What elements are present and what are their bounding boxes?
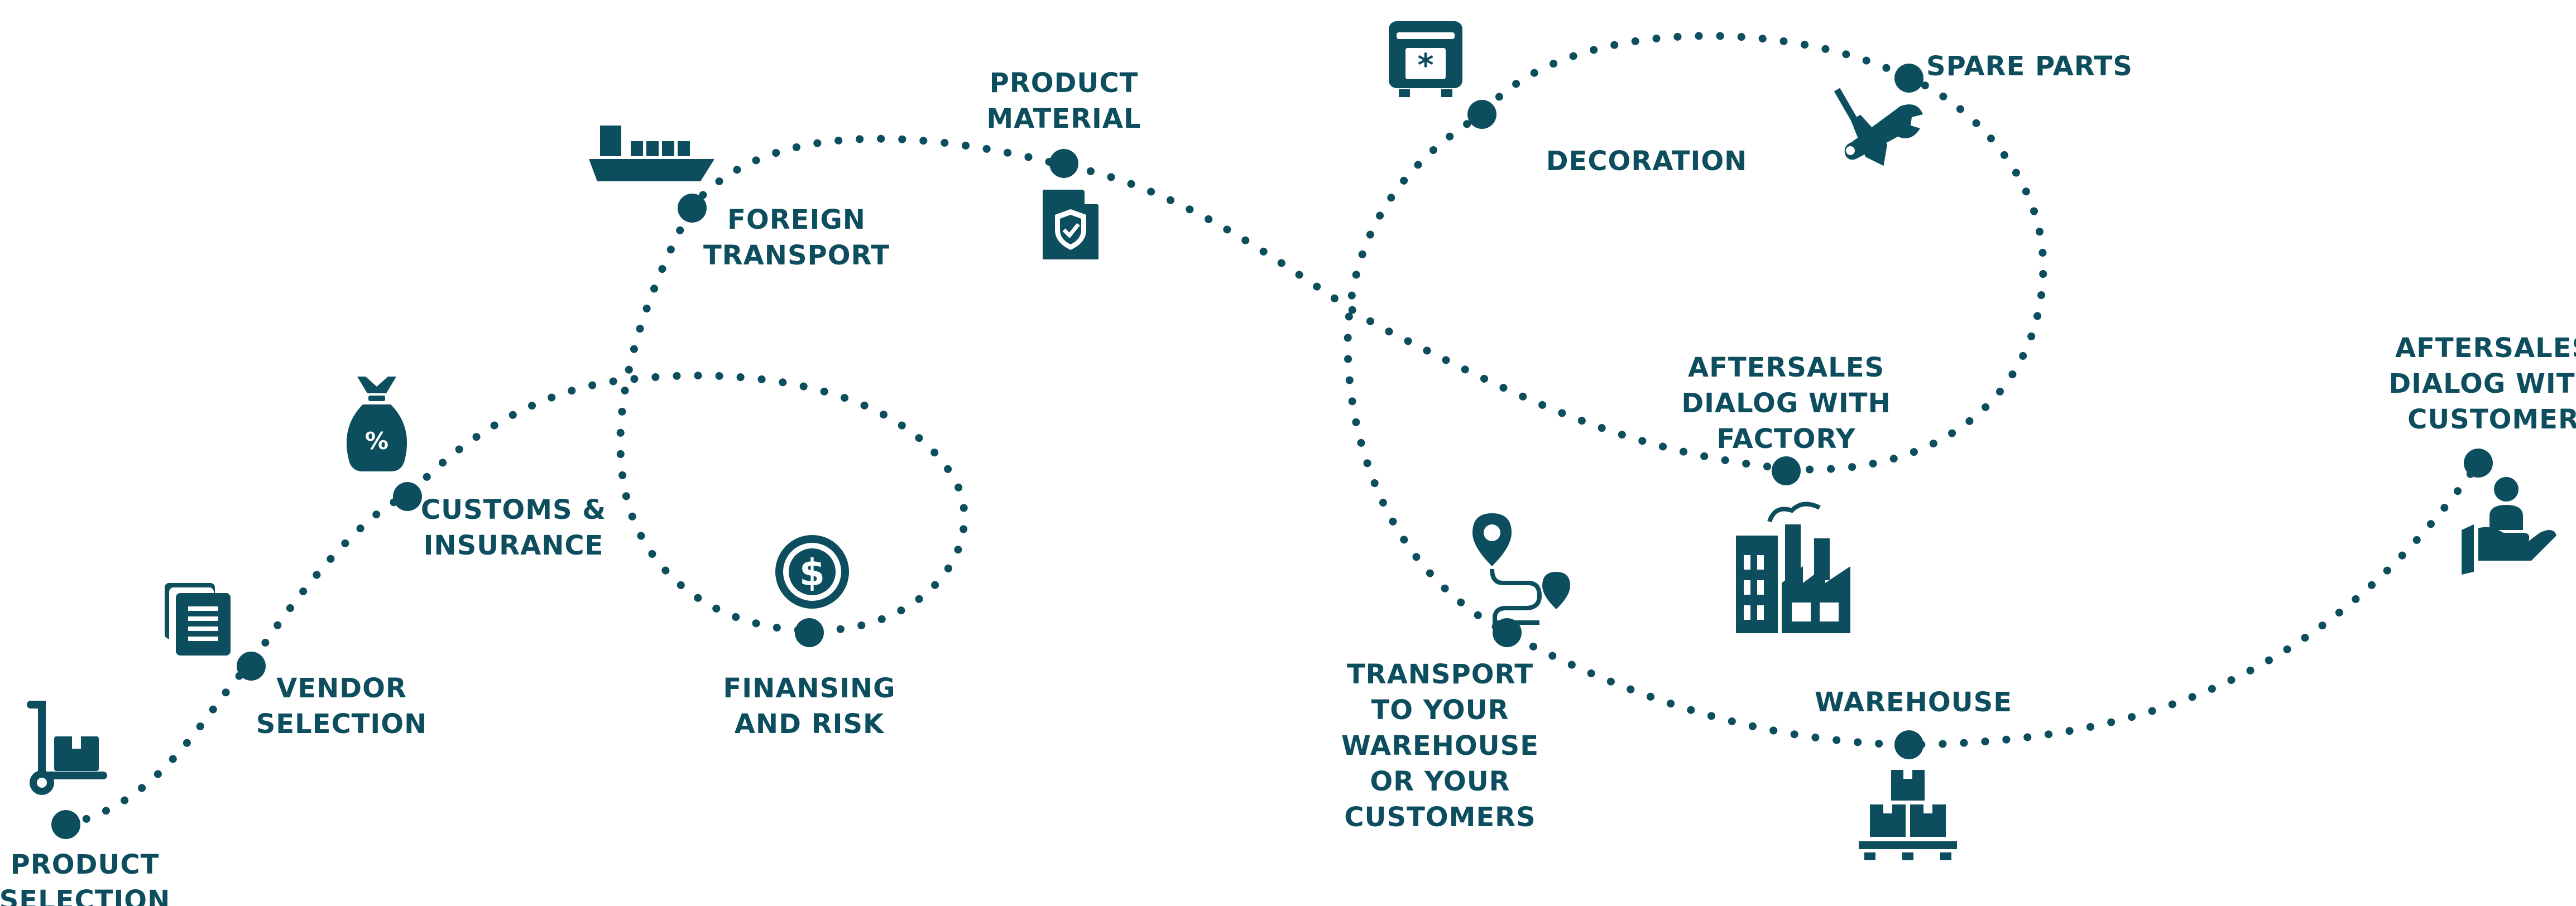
- stop-dot-aftersales-customer: [2464, 449, 2493, 478]
- label-line: TO YOUR: [1371, 695, 1509, 726]
- stop-dot-spare-parts: [1894, 64, 1923, 93]
- label-line: CUSTOMERS: [1344, 802, 1536, 833]
- pallet-boxes-icon: [1859, 770, 1957, 860]
- stop-dot-foreign-transport: [678, 194, 707, 223]
- label-line: CUSTOMS &: [421, 494, 606, 526]
- cargo-ship-icon: [589, 126, 714, 181]
- route-pins-icon: [1472, 513, 1570, 625]
- label-line: INSURANCE: [424, 530, 604, 561]
- stop-dot-product-material: [1049, 149, 1078, 178]
- documents-icon: [165, 583, 231, 656]
- dollar-coin-icon: $: [775, 535, 849, 609]
- svg-text:*: *: [1417, 47, 1433, 84]
- journey-path: [62, 32, 2482, 828]
- hand-truck-box-icon: [27, 701, 107, 795]
- label-line: TRANSPORT: [703, 240, 890, 271]
- label-line: CUSTOMER: [2407, 404, 2576, 435]
- money-bag-percent-icon: %: [346, 377, 407, 471]
- label-product-material: PRODUCT MATERIAL: [986, 68, 1141, 134]
- decoration-machine-icon: *: [1389, 21, 1462, 97]
- label-line: AFTERSALES: [1688, 352, 1884, 383]
- label-line: SPARE PARTS: [1926, 51, 2133, 82]
- label-line: MATERIAL: [986, 103, 1141, 134]
- label-line: OR YOUR: [1370, 766, 1510, 797]
- label-line: SELECTION: [0, 885, 170, 906]
- label-aftersales-customer: AFTERSALES DIALOG WITH CUSTOMER: [2388, 332, 2576, 435]
- label-transport-warehouse: TRANSPORT TO YOUR WAREHOUSE OR YOUR CUSTOMER…: [1341, 659, 1539, 833]
- label-line: PRODUCT: [990, 68, 1139, 99]
- stop-dot-customs-insurance: [393, 482, 422, 511]
- labels: PRODUCT SELECTION VENDOR SELECTION CUSTOMS…: [0, 51, 2576, 906]
- stop-dots: [51, 64, 2493, 839]
- label-line: DIALOG WITH: [2388, 368, 2576, 399]
- label-line: PRODUCT: [11, 849, 160, 880]
- label-line: TRANSPORT: [1347, 659, 1533, 690]
- stop-dot-product-selection: [51, 810, 80, 839]
- label-financing-risk: FINANSING AND RISK: [723, 673, 895, 740]
- label-line: SELECTION: [256, 709, 428, 740]
- label-foreign-transport: FOREIGN TRANSPORT: [703, 204, 890, 271]
- label-aftersales-factory: AFTERSALES DIALOG WITH FACTORY: [1681, 352, 1891, 455]
- label-line: WAREHOUSE: [1341, 730, 1539, 762]
- stop-dot-warehouse: [1894, 730, 1923, 759]
- label-product-selection: PRODUCT SELECTION: [0, 849, 170, 906]
- stop-dot-financing-risk: [795, 618, 824, 647]
- label-line: AFTERSALES: [2395, 332, 2576, 364]
- label-line: FINANSING: [723, 673, 895, 704]
- label-line: AND RISK: [735, 709, 885, 740]
- label-line: FOREIGN: [727, 204, 866, 235]
- label-line: DECORATION: [1546, 146, 1748, 177]
- label-line: WAREHOUSE: [1815, 687, 2012, 718]
- svg-text:%: %: [365, 427, 388, 455]
- label-spare-parts: SPARE PARTS: [1926, 51, 2133, 82]
- factory-icon: [1736, 502, 1850, 633]
- svg-text:$: $: [799, 551, 825, 594]
- label-line: DIALOG WITH: [1681, 388, 1891, 419]
- label-warehouse: WAREHOUSE: [1815, 687, 2012, 718]
- label-vendor-selection: VENDOR SELECTION: [256, 673, 428, 740]
- hand-person-icon: [2462, 477, 2556, 575]
- label-customs-insurance: CUSTOMS & INSURANCE: [421, 494, 606, 561]
- stop-dot-decoration: [1467, 100, 1496, 129]
- label-line: FACTORY: [1716, 423, 1856, 455]
- shield-document-icon: [1043, 190, 1098, 259]
- wrench-screwdriver-icon: [1834, 88, 1923, 166]
- stop-dot-aftersales-factory: [1772, 456, 1801, 485]
- stop-dot-transport-warehouse: [1493, 618, 1522, 647]
- label-decoration: DECORATION: [1546, 146, 1748, 177]
- stop-dot-vendor-selection: [237, 652, 266, 681]
- label-line: VENDOR: [276, 673, 407, 704]
